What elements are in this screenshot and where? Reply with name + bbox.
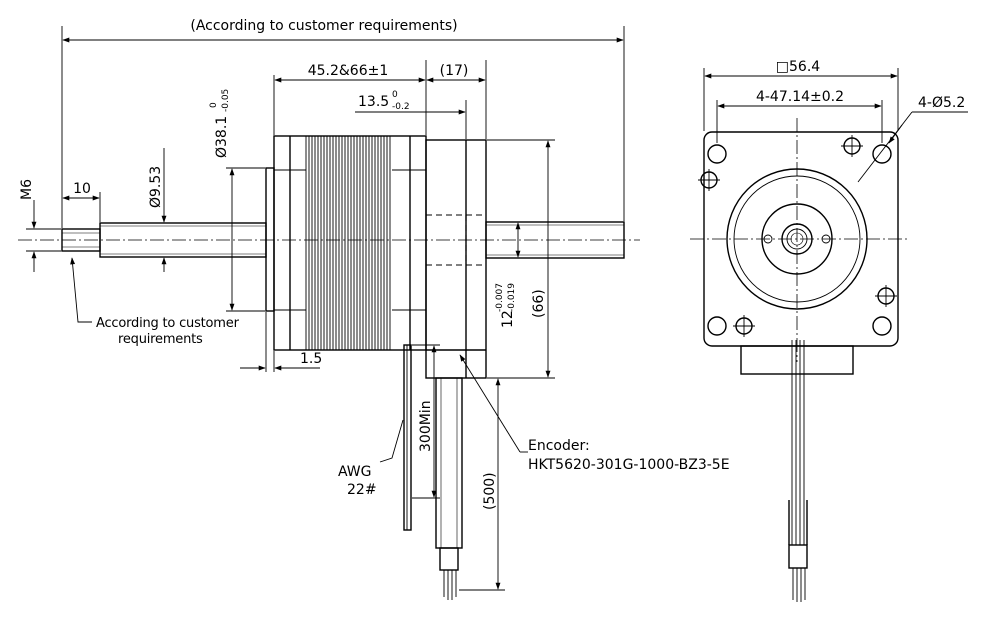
shaft-diameter-dim: Ø9.53: [148, 166, 164, 208]
lead-min-dim: 300Min: [418, 400, 434, 452]
side-view: [18, 135, 640, 600]
shaft-end-note-line1: According to customer: [96, 316, 240, 331]
hole-diameter-dim: 4-Ø5.2: [918, 95, 965, 111]
wire-gauge-line2: 22#: [347, 482, 377, 498]
svg-text:-0.2: -0.2: [392, 102, 410, 112]
svg-text:13.5: 13.5: [358, 94, 389, 110]
outer-boss: [726, 168, 868, 310]
mounting-holes: [707, 144, 892, 336]
encoder-housing: [425, 139, 487, 379]
cooling-fins: [305, 136, 391, 350]
boss-length-dim: 13.5 0 -0.2: [358, 90, 410, 112]
encoder-lead-dim: (500): [482, 472, 498, 510]
svg-text:-0.05: -0.05: [221, 89, 231, 112]
cable-exit-block: [740, 345, 854, 375]
body-length-dim: 45.2&66±1: [308, 63, 389, 79]
side-dimensions: (According to customer requirements) 45.…: [19, 18, 625, 591]
mounting-hole-tr: [872, 144, 892, 164]
total-length-note: (According to customer requirements): [190, 18, 457, 34]
encoder-height-dim: (66): [531, 289, 547, 318]
shaft-end: [781, 223, 813, 255]
encoder-cable: [435, 377, 463, 600]
svg-text:12: 12: [500, 310, 516, 328]
side-notes: According to customer requirements AWG 2…: [70, 257, 730, 498]
mounting-hole-tl: [707, 144, 727, 164]
square-size-dim: □56.4: [776, 59, 820, 75]
mounting-hole-br: [872, 316, 892, 336]
encoder-note-line2: HKT5620-301G-1000-BZ3-5E: [528, 457, 730, 473]
pilot-boss: [265, 167, 275, 312]
shaft-end-note-line2: requirements: [118, 332, 203, 347]
svg-text:-0.019: -0.019: [507, 283, 517, 312]
front-cable: [788, 340, 808, 602]
svg-text:0: 0: [392, 90, 398, 100]
mounting-hole-bl: [707, 316, 727, 336]
rear-shaft: [485, 221, 625, 259]
encoder-length-dim: (17): [440, 63, 469, 79]
hole-pitch-dim: 4-47.14±0.2: [756, 89, 844, 105]
svg-text:-0.007: -0.007: [495, 283, 505, 312]
thread-length-dim: 10: [73, 181, 91, 197]
screw-heads: [698, 135, 897, 337]
wire-gauge-line1: AWG: [338, 464, 372, 480]
motor-lead-wire: [403, 344, 412, 531]
thread-dim: M6: [19, 179, 35, 200]
encoder-note-line1: Encoder:: [528, 438, 590, 454]
svg-text:0: 0: [209, 102, 219, 108]
rear-shaft-dim: 12 -0.007 -0.019: [495, 283, 517, 328]
pilot-diameter-dim: Ø38.1 0 -0.05: [209, 89, 231, 158]
inner-boss: [761, 203, 833, 275]
flange-thickness-dim: 1.5: [300, 351, 322, 367]
front-dimensions: □56.4 4-47.14±0.2 4-Ø5.2: [703, 59, 968, 183]
motor-body: [273, 135, 427, 351]
svg-text:Ø38.1: Ø38.1: [214, 116, 230, 158]
front-view: [690, 118, 910, 602]
